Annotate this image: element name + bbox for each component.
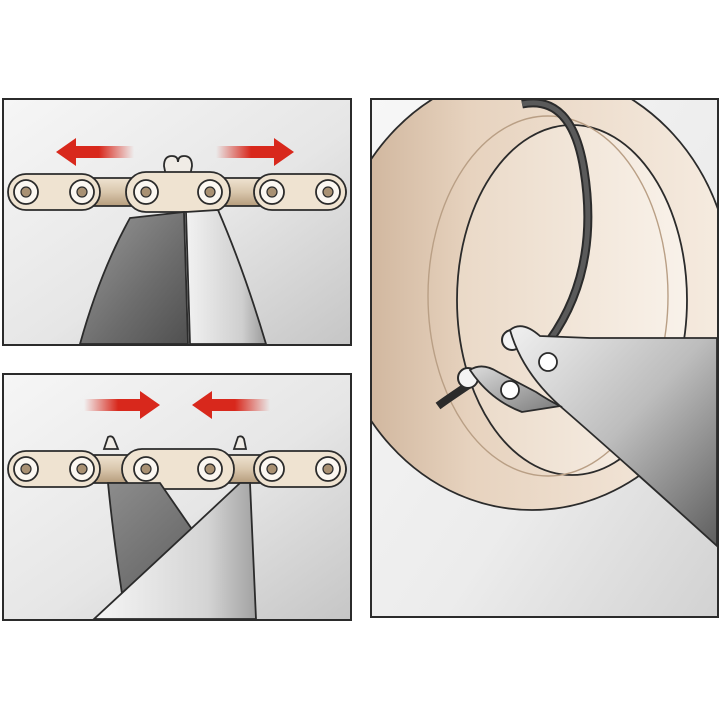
pliers-icon	[79, 209, 267, 344]
arrow-right-icon	[84, 391, 160, 419]
panel-open-master-link	[2, 98, 352, 346]
panel-open-master-link-illustration	[4, 100, 350, 344]
panel-close-master-link	[2, 373, 352, 621]
pliers-tip-icon	[468, 325, 717, 548]
panel-close-master-link-illustration	[4, 375, 350, 619]
arrow-left-icon	[192, 391, 270, 419]
master-link-clip-icon	[102, 435, 248, 450]
master-link-clip-icon	[163, 155, 193, 177]
pliers-icon	[92, 482, 257, 619]
panel-snap-ring-hub	[370, 98, 719, 618]
arrow-left-icon	[56, 138, 134, 166]
chain-icon	[7, 171, 347, 213]
arrow-right-icon	[216, 138, 294, 166]
chain-icon	[7, 448, 347, 490]
panel-snap-ring-hub-illustration	[372, 100, 717, 616]
